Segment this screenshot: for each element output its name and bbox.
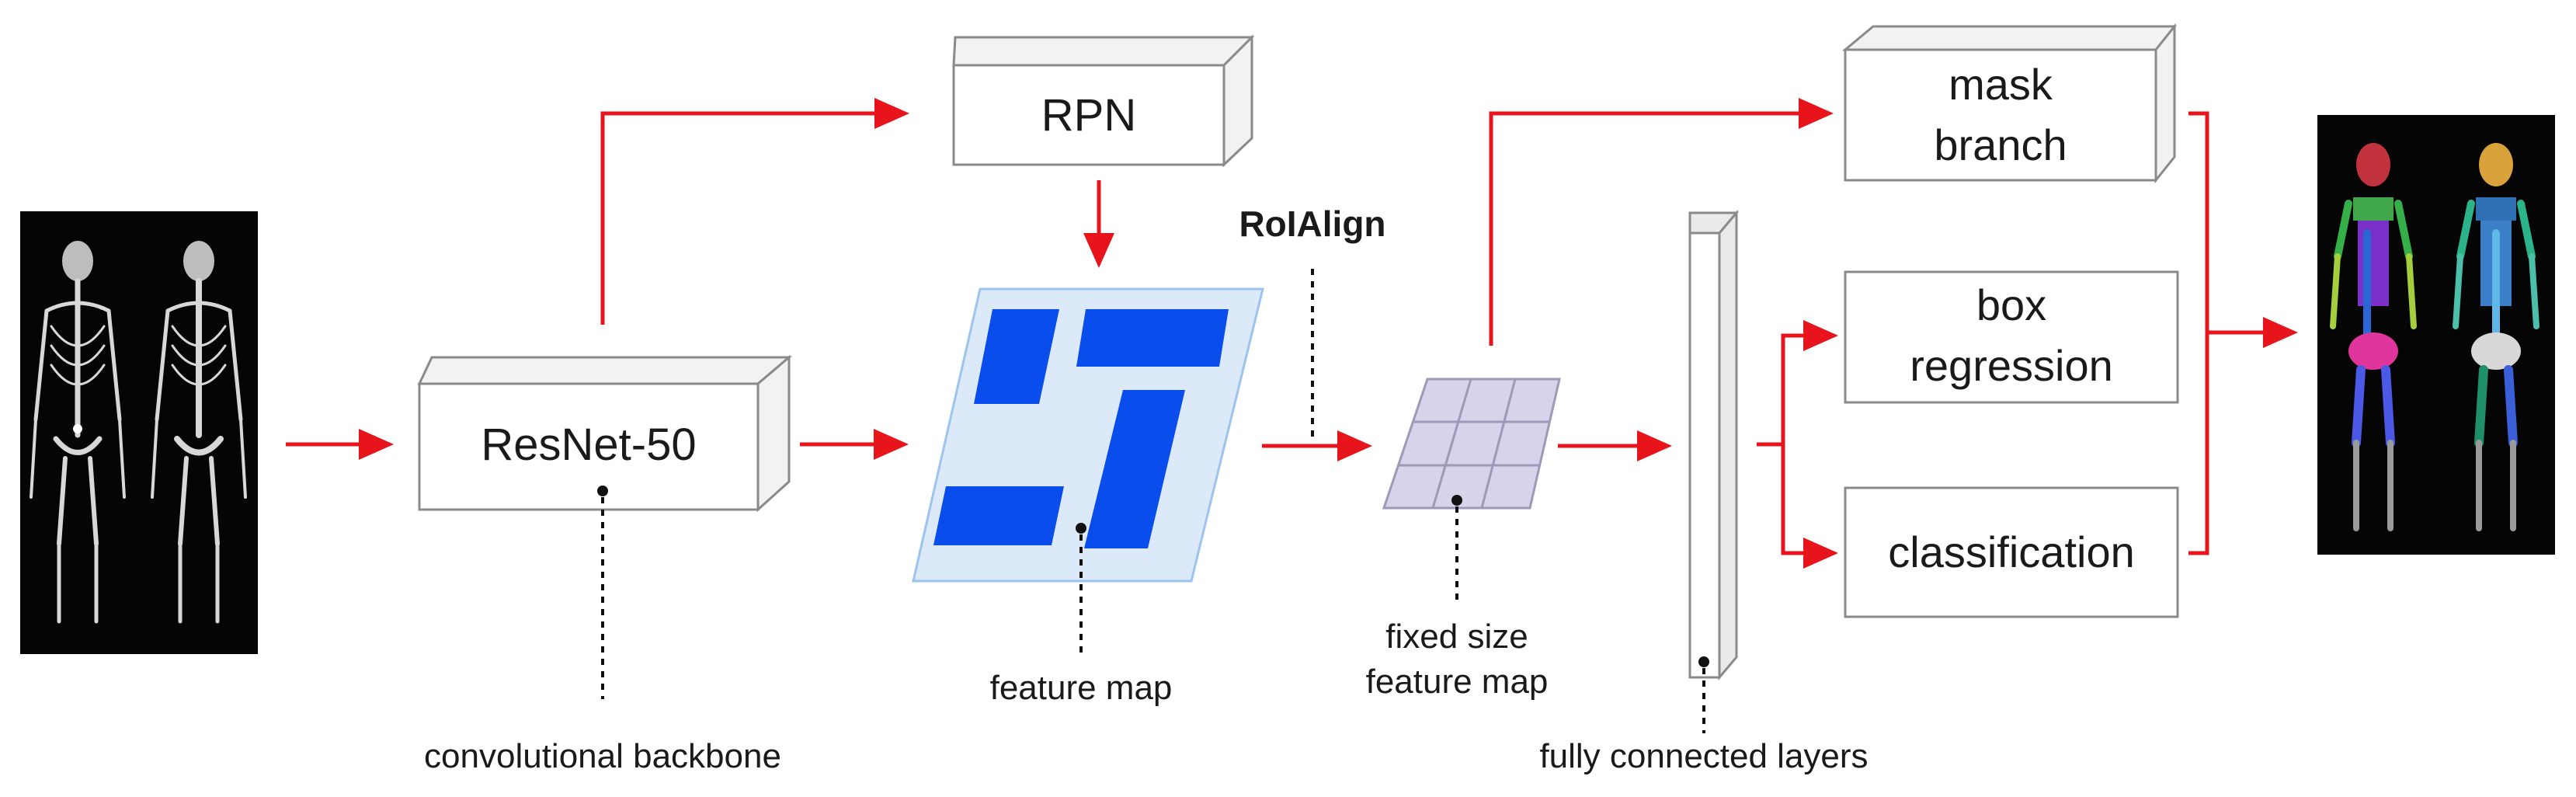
resnet-label: ResNet-50 (481, 419, 696, 470)
fc-anchor-dot (1698, 656, 1709, 667)
rpn-box: RPN (952, 34, 1255, 168)
feature-block-3 (1084, 390, 1185, 548)
arrow-roi-to-mask (1489, 98, 1834, 346)
fc-caption: fully connected layers (1539, 737, 1868, 775)
mask-branch-label-line1: mask (1949, 60, 2053, 109)
feature-block-1 (974, 309, 1059, 404)
box-regression-label-line2: regression (1910, 341, 2112, 390)
feature-block-2 (1076, 309, 1229, 367)
arrow-fc-to-box (1757, 320, 1838, 447)
feature-map-anchor-dot (1076, 523, 1086, 534)
fc-layer-bar (1688, 209, 1740, 681)
resnet-anchor-dot (597, 486, 608, 496)
feature-block-4 (933, 486, 1064, 545)
feature-map-caption: feature map (990, 669, 1173, 707)
output-skeleton-posterior (2453, 143, 2539, 531)
feature-map (912, 287, 1264, 583)
box-regression-box: box regression (1844, 270, 2179, 404)
backbone-caption: convolutional backbone (424, 737, 781, 775)
fixed-size-caption-line2: feature map (1366, 663, 1549, 701)
anterior-skeleton (30, 241, 126, 624)
input-bone-scan-image (20, 211, 258, 654)
merge-bracket (2188, 111, 2209, 555)
roialign-label: RoIAlign (1239, 204, 1385, 244)
posterior-skeleton (151, 241, 247, 624)
arrow-resnet-to-rpn (600, 98, 909, 325)
resnet-box: ResNet-50 (417, 354, 793, 513)
leader-lines (601, 269, 1705, 733)
classification-label: classification (1888, 527, 2134, 576)
arrows (286, 98, 2298, 569)
arrow-fc-to-classification (1781, 444, 1838, 569)
output-segmentation-image (2317, 115, 2555, 555)
mask-branch-box: mask branch (1841, 23, 2178, 184)
box-regression-label-line1: box (1976, 280, 2046, 329)
roi-anchor-dot (1451, 495, 1462, 506)
fixed-size-caption-line1: fixed size (1385, 618, 1528, 656)
roi-fixed-size-grid (1382, 378, 1561, 510)
output-skeleton-anterior (2330, 143, 2417, 531)
classification-box: classification (1844, 486, 2179, 618)
rpn-label: RPN (1041, 90, 1136, 141)
mask-branch-label-line2: branch (1934, 120, 2067, 169)
